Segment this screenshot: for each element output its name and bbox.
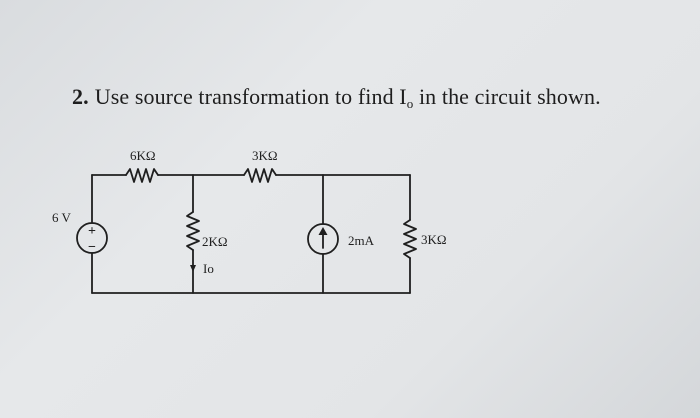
resistor-6k [125, 168, 159, 183]
label-3k-right: 3KΩ [421, 232, 447, 247]
source-minus-sign: − [88, 240, 96, 255]
label-3k-top: 3KΩ [252, 148, 278, 163]
label-6v: 6 V [52, 210, 72, 225]
question-subscript: o [406, 96, 414, 111]
question-text-main: Use source transformation to find I [94, 84, 407, 109]
question-number: 2. [72, 84, 89, 109]
label-2ma: 2mA [348, 233, 375, 248]
label-io: Io [203, 261, 214, 276]
resistor-3k-right [403, 219, 417, 259]
current-source-arrowhead [318, 227, 328, 235]
resistor-3k-top [243, 168, 277, 183]
io-arrow-icon [190, 265, 196, 272]
label-2k: 2KΩ [202, 234, 228, 249]
resistor-2k [186, 211, 200, 251]
question-text-end: in the circuit shown. [413, 84, 601, 109]
source-plus-sign: + [88, 224, 96, 239]
question-text: 2.Use source transformation to find Io i… [72, 84, 601, 112]
label-6k: 6KΩ [130, 148, 156, 163]
